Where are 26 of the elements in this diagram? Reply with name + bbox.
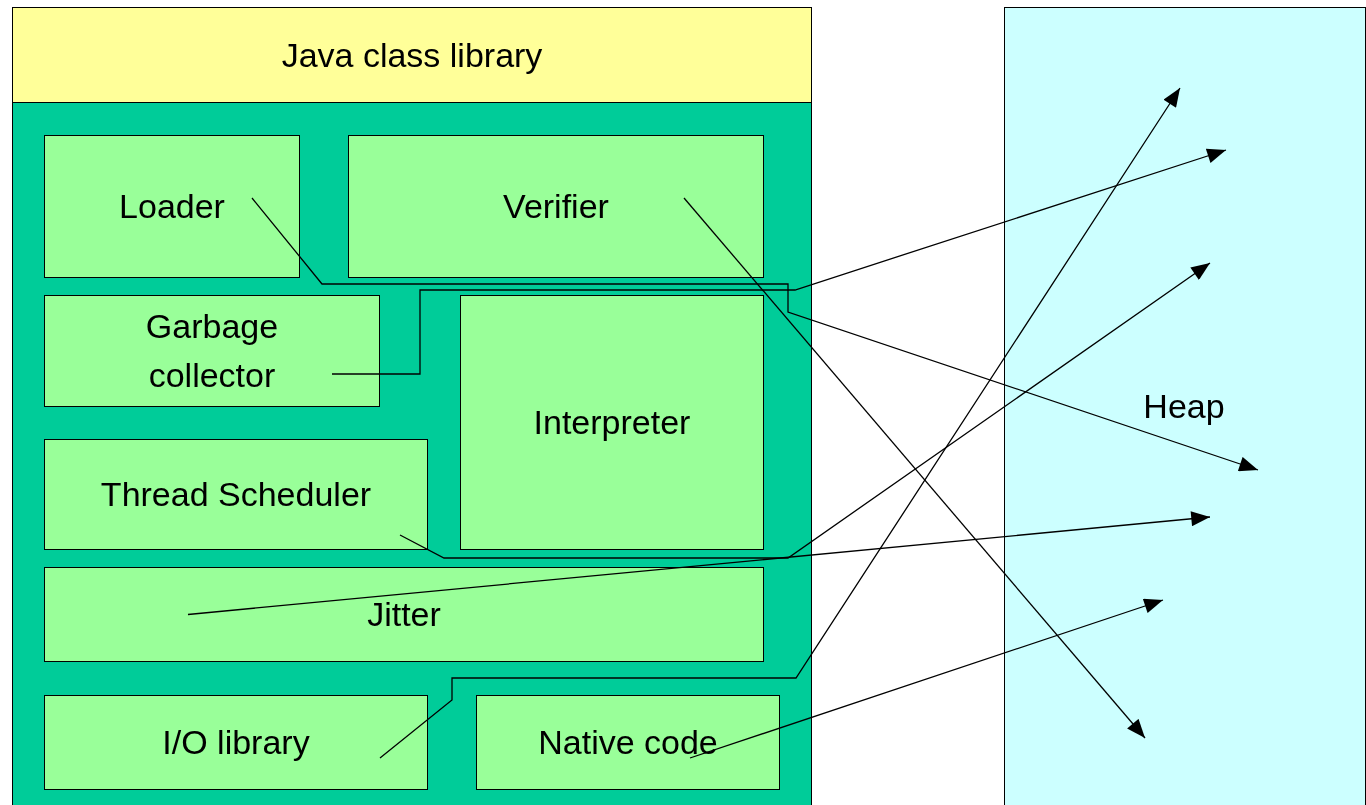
component-box: [44, 439, 428, 550]
arrow: [399, 262, 1211, 559]
component-box: [44, 295, 380, 407]
arrow: [187, 511, 1211, 616]
component-box: [44, 695, 428, 790]
box-label: Thread Scheduler: [99, 473, 373, 515]
box-label: Jitter: [366, 593, 442, 635]
arrow: [251, 197, 1259, 472]
box-label: Interpreter: [532, 401, 692, 443]
component-box: [460, 295, 764, 550]
box-label: Native code: [537, 721, 719, 763]
box-label: Loader: [118, 185, 226, 227]
component-box: [476, 695, 780, 790]
box-label: Verifier: [502, 185, 610, 227]
arrow: [689, 598, 1164, 759]
box-label: Garbage collector: [144, 305, 280, 396]
component-box: [348, 135, 764, 278]
component-box: [44, 567, 764, 662]
arrow: [331, 148, 1227, 375]
box-label: I/O library: [161, 721, 311, 763]
panel-title: Java class library: [281, 34, 543, 76]
box-label: Heap: [1142, 386, 1226, 428]
arrow: [379, 87, 1181, 759]
component-box: [44, 135, 300, 278]
heap-area: [1004, 7, 1366, 805]
library-panel: [12, 7, 812, 805]
